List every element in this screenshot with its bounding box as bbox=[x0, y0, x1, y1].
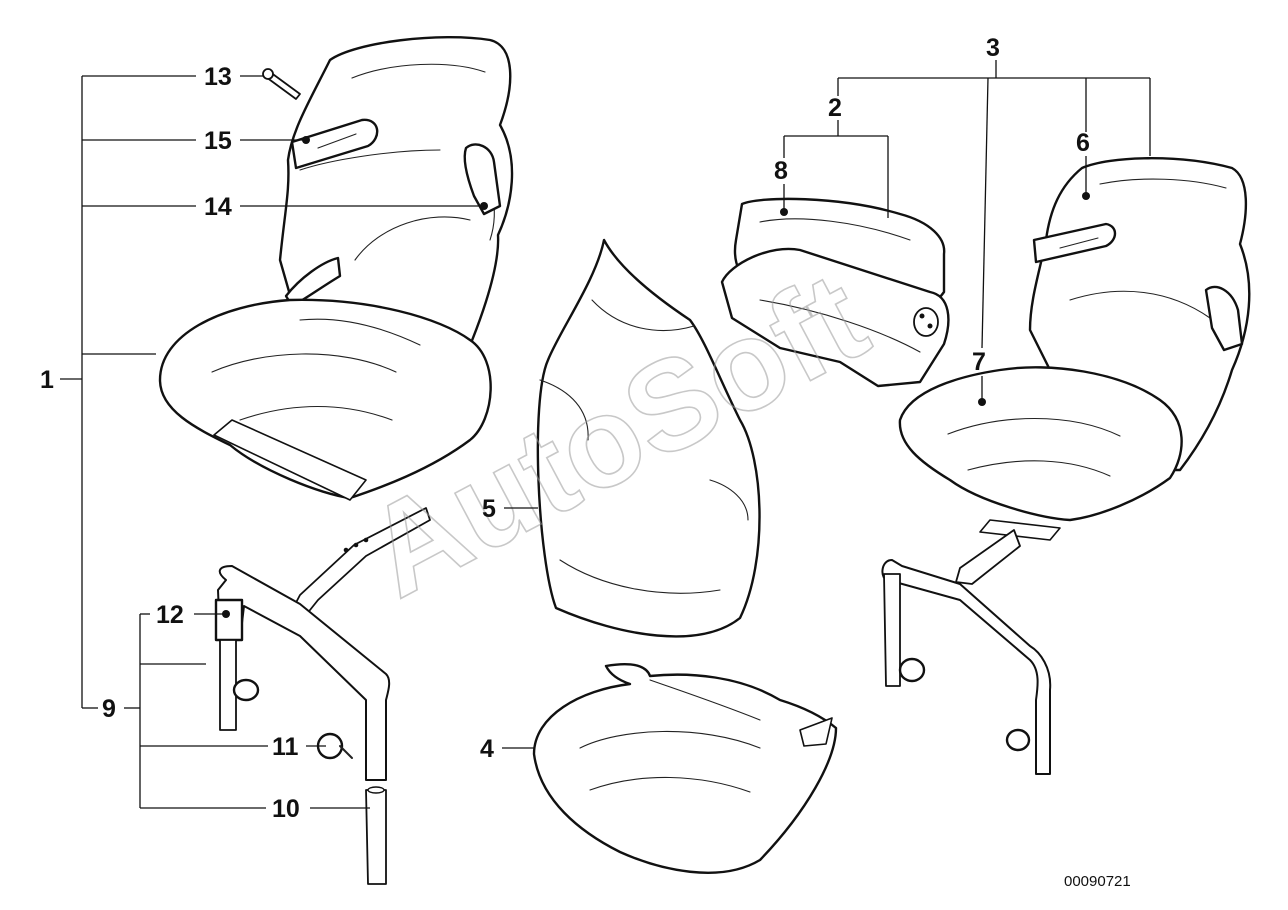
callout-15: 15 bbox=[204, 127, 232, 155]
leader-dots bbox=[222, 136, 1090, 618]
backrest-cover-part-5 bbox=[536, 238, 761, 638]
callout-9: 9 bbox=[102, 695, 116, 723]
cushion-cover-part-4 bbox=[532, 662, 838, 874]
callout-6: 6 bbox=[1076, 129, 1090, 157]
callout-14: 14 bbox=[204, 193, 232, 221]
callout-13: 13 bbox=[204, 63, 232, 91]
callout-3: 3 bbox=[986, 34, 1000, 62]
callout-2: 2 bbox=[828, 94, 842, 122]
booster-cushion-part-8 bbox=[720, 197, 950, 388]
seat-frame-part-9 bbox=[214, 507, 431, 885]
callout-1: 1 bbox=[40, 366, 54, 394]
child-seat-assembled-right bbox=[881, 157, 1251, 775]
callout-10: 10 bbox=[272, 795, 300, 823]
child-seat-assembled-left bbox=[158, 36, 514, 501]
leader-lines bbox=[60, 60, 1151, 809]
callout-11: 11 bbox=[272, 733, 299, 761]
callout-8: 8 bbox=[774, 157, 788, 185]
callout-5: 5 bbox=[482, 495, 496, 523]
callout-labels: 1 2 3 4 5 6 7 8 9 10 11 12 13 14 15 bbox=[40, 34, 1090, 823]
callout-4: 4 bbox=[480, 735, 494, 763]
document-number: 00090721 bbox=[1064, 873, 1131, 890]
bolt-part-13 bbox=[262, 68, 301, 100]
callout-12: 12 bbox=[156, 601, 184, 629]
callout-7: 7 bbox=[972, 348, 986, 376]
